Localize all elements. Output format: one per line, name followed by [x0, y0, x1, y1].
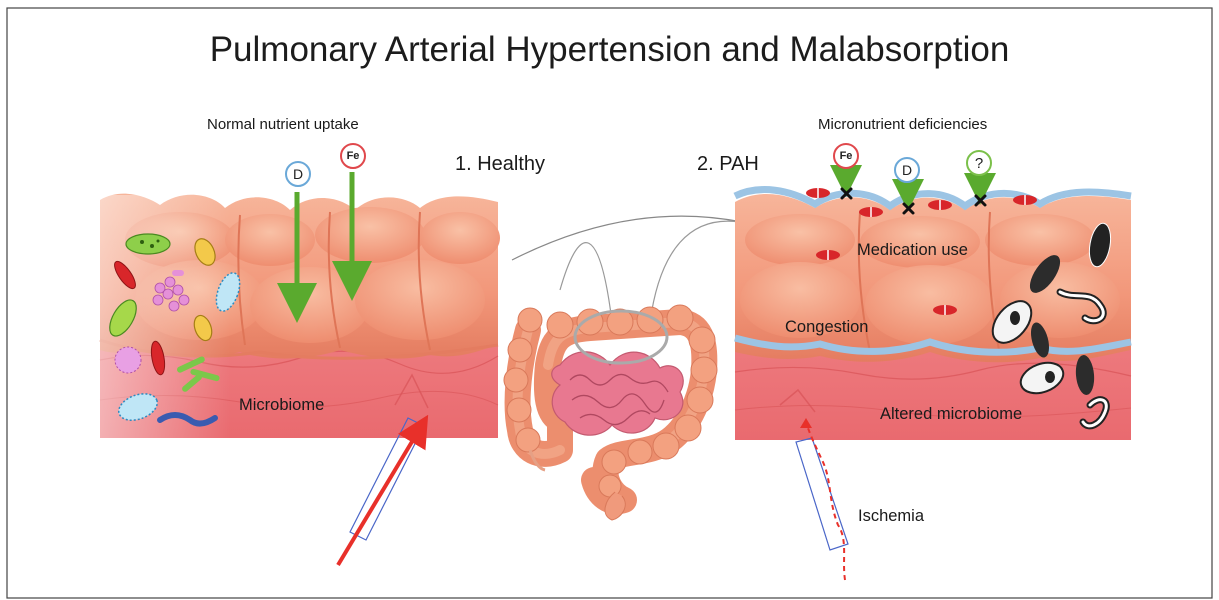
congestion-label: Congestion: [785, 318, 868, 337]
connector-line-right: [650, 221, 740, 322]
ischemic-blood-vessel: [796, 418, 848, 580]
vitamin-d-bubble-pah: D: [894, 157, 920, 183]
iron-bubble-healthy: Fe: [340, 143, 366, 169]
vitamin-d-bubble-healthy: D: [285, 161, 311, 187]
iron-bubble-pah: Fe: [833, 143, 859, 169]
healthy-heading: 1. Healthy: [455, 153, 545, 176]
figure-title: Pulmonary Arterial Hypertension and Mala…: [0, 30, 1219, 70]
unknown-nutrient-bubble: ?: [966, 150, 992, 176]
medication-use-label: Medication use: [857, 241, 968, 260]
bacterium-violet: [115, 347, 141, 373]
pah-intestine-panel: [735, 190, 1131, 440]
healthy-microbiome-label: Microbiome: [239, 396, 324, 415]
bacterium-green: [126, 234, 170, 254]
healthy-uptake-label: Normal nutrient uptake: [207, 116, 359, 133]
pah-deficiency-label: Micronutrient deficiencies: [818, 116, 987, 133]
healthy-blood-vessel: [338, 418, 424, 565]
ischemia-label: Ischemia: [858, 507, 924, 526]
pah-heading: 2. PAH: [697, 153, 759, 176]
altered-microbiome-label: Altered microbiome: [880, 405, 1022, 424]
colon-illustration: [504, 216, 742, 520]
reduced-flow-arrow: [806, 422, 845, 580]
healthy-blood-flow-arrow: [338, 425, 422, 565]
